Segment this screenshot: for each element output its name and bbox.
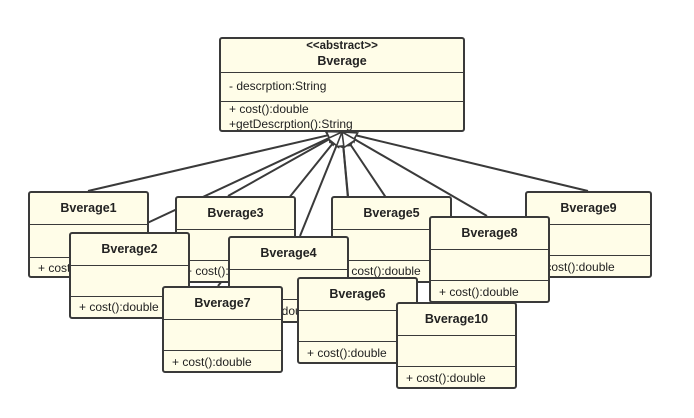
class-name: Bverage1 <box>30 193 147 225</box>
edge-b2 <box>127 137 330 233</box>
class-bverage10[interactable]: Bverage10 + cost():double <box>396 302 517 389</box>
class-bverage7[interactable]: Bverage7 + cost():double <box>162 286 283 373</box>
method-cost: + cost():double <box>341 264 421 278</box>
method-cost: + cost():double <box>172 355 252 369</box>
class-name: Bverage4 <box>230 238 347 270</box>
attributes-section <box>230 270 347 300</box>
method-get-description: +getDescrption():String <box>229 117 353 131</box>
class-header: <<abstract>> Bverage <box>221 39 463 73</box>
class-name: Bverage7 <box>164 288 281 320</box>
class-name: Bverage <box>317 54 367 68</box>
method-cost: + cost():double <box>535 260 615 274</box>
class-bverage8[interactable]: Bverage8 + cost():double <box>429 216 550 303</box>
edge-b8 <box>353 138 488 217</box>
method-cost: + cost():double <box>79 300 159 314</box>
class-bverage-abstract[interactable]: <<abstract>> Bverage - descrption:String… <box>219 37 465 132</box>
class-name: Bverage3 <box>177 198 294 230</box>
edge-b9 <box>355 134 589 192</box>
class-name: Bverage10 <box>398 304 515 336</box>
attribute-description: - descrption:String <box>229 79 327 93</box>
edge-b1 <box>87 134 329 192</box>
method-cost: + cost():double <box>307 346 387 360</box>
class-name: Bverage8 <box>431 218 548 250</box>
attributes-section <box>164 320 281 351</box>
edge-b3 <box>227 137 331 197</box>
attributes-section <box>333 230 450 261</box>
method-cost: + cost():double <box>439 285 519 299</box>
attributes-section <box>398 336 515 367</box>
class-name: Bverage2 <box>71 234 188 266</box>
methods-section: + cost():double +getDescrption():String <box>221 102 463 131</box>
method-cost: + cost():double <box>406 371 486 385</box>
attributes-section <box>431 250 548 281</box>
edge-b4 <box>299 144 338 237</box>
class-bverage5[interactable]: Bverage5 + cost():double <box>331 196 452 283</box>
stereotype-label: <<abstract>> <box>306 40 378 52</box>
attributes-section <box>299 311 416 342</box>
attributes-section <box>527 225 650 256</box>
method-cost: + cost():double <box>229 102 309 116</box>
attributes-section: - descrption:String <box>221 73 463 102</box>
class-name: Bverage6 <box>299 279 416 311</box>
class-name: Bverage9 <box>527 193 650 225</box>
class-name: Bverage5 <box>333 198 450 230</box>
attributes-section <box>71 266 188 297</box>
generalization-arrowhead-b10 <box>341 130 358 149</box>
